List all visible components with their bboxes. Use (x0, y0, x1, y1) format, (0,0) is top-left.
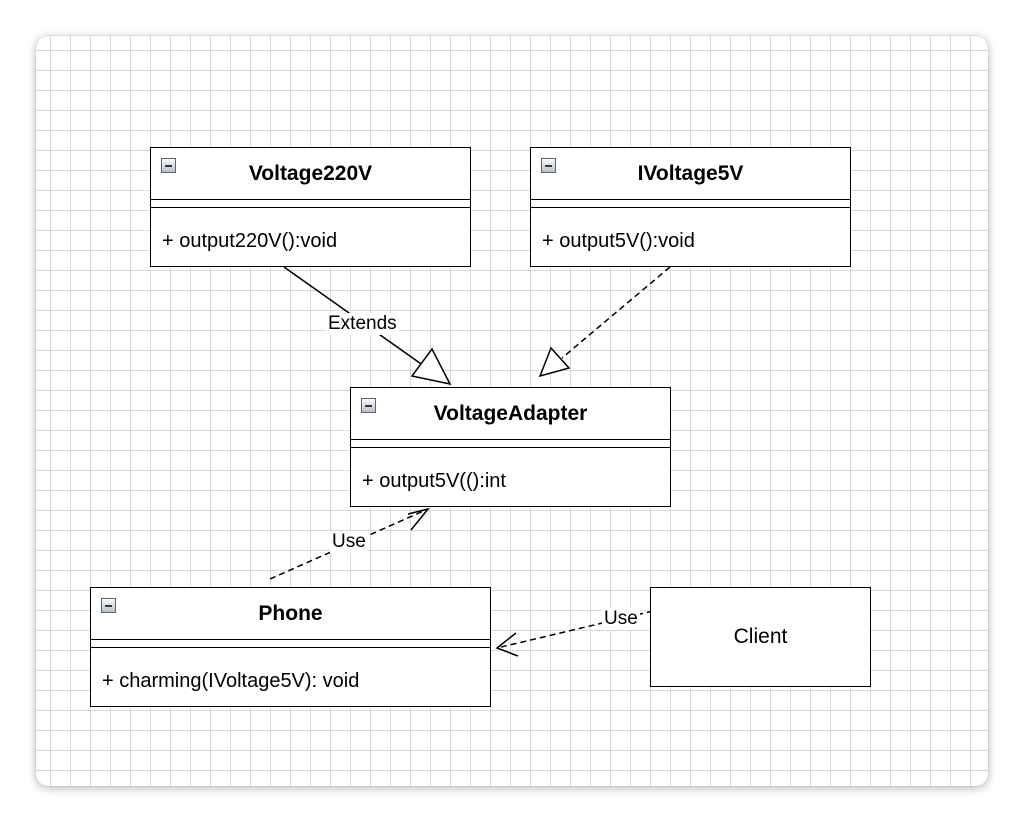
attribute-compartment (91, 647, 490, 648)
class-phone[interactable]: Phone + charming(IVoltage5V): void (90, 587, 491, 707)
class-voltage220v[interactable]: Voltage220V + output220V():void (150, 147, 471, 267)
attribute-compartment (531, 207, 850, 208)
class-name: VoltageAdapter (433, 402, 588, 425)
use-phone-label: Use (602, 608, 640, 630)
class-method: + charming(IVoltage5V): void (102, 670, 360, 692)
class-method: + output5V():void (542, 230, 695, 252)
class-header (531, 148, 850, 200)
collapse-icon[interactable] (161, 158, 176, 173)
class-header (151, 148, 470, 200)
attribute-compartment (151, 207, 470, 208)
class-name: Voltage220V (248, 162, 373, 185)
class-method: + output5V(():int (362, 470, 506, 492)
collapse-icon[interactable] (361, 398, 376, 413)
collapse-icon[interactable] (101, 598, 116, 613)
class-method: + output220V():void (162, 230, 338, 252)
class-header (91, 588, 490, 640)
collapse-icon[interactable] (541, 158, 556, 173)
class-voltage-adapter[interactable]: VoltageAdapter + output5V(():int (350, 387, 671, 507)
use-adapter-label: Use (330, 531, 368, 553)
extends-label: Extends (326, 313, 399, 335)
attribute-compartment (351, 447, 670, 448)
class-header (351, 388, 670, 440)
client-label: Client (733, 625, 788, 648)
class-name: Phone (258, 602, 323, 625)
class-client[interactable]: Client (650, 587, 871, 687)
class-ivoltage5v[interactable]: IVoltage5V + output5V():void (530, 147, 851, 267)
class-name: IVoltage5V (637, 162, 744, 185)
